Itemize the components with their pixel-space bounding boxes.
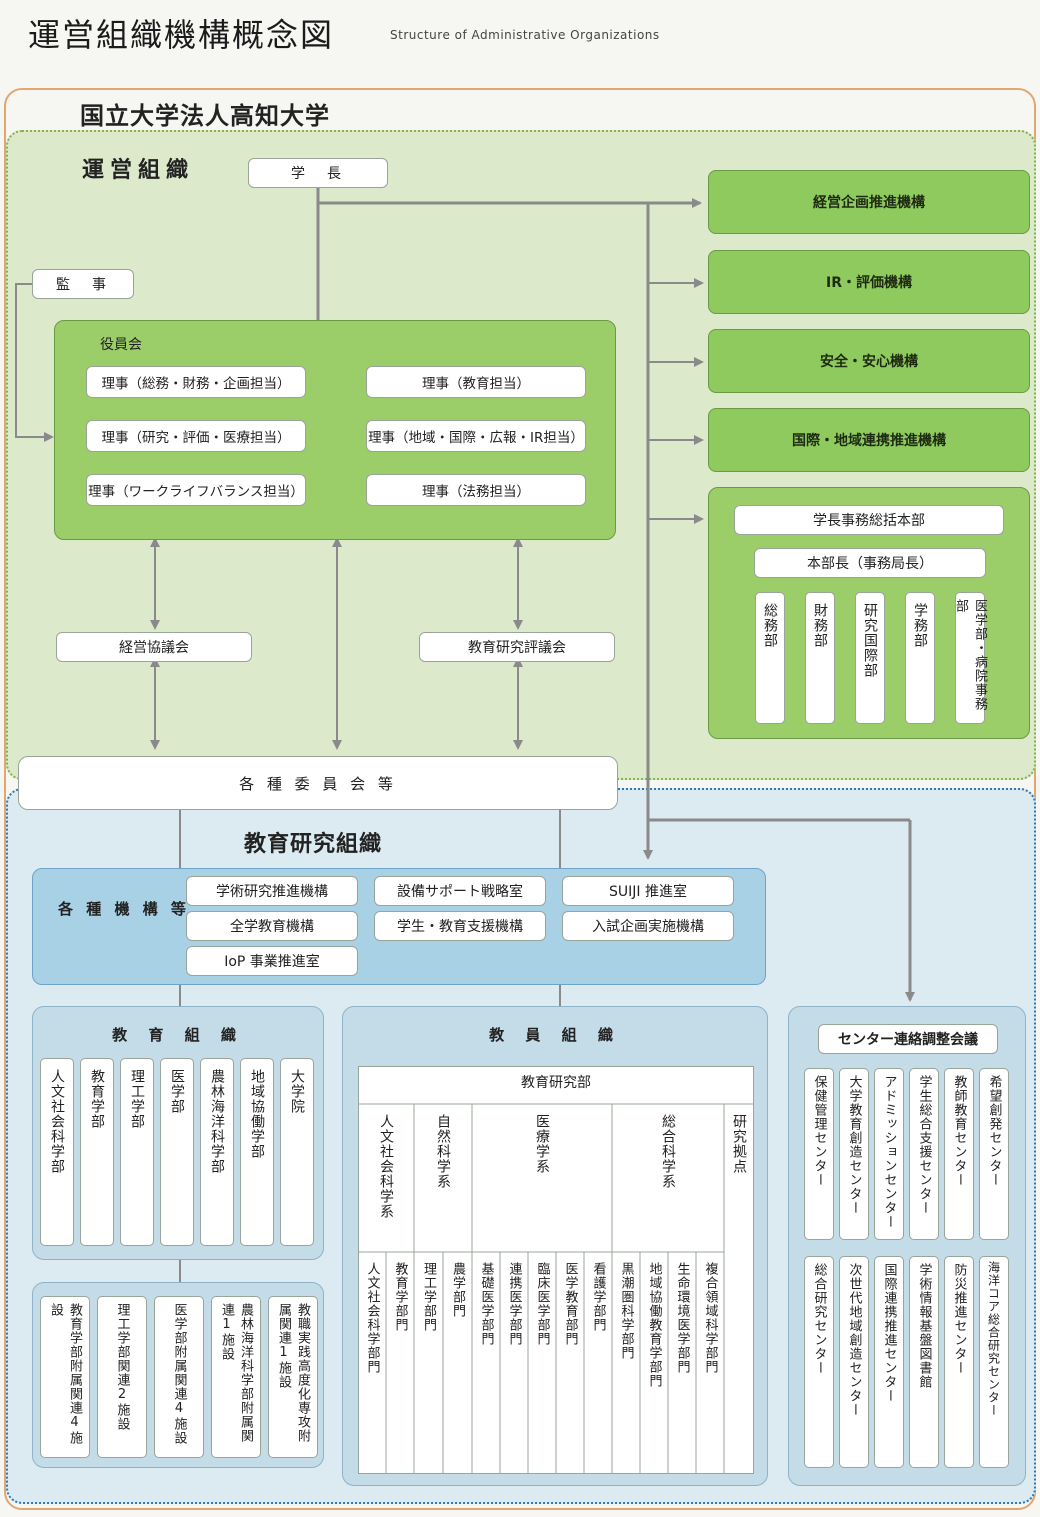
facility-box: 医学部附属関連4施設 [154,1296,204,1458]
institute-box: SUIJI 推進室 [562,876,734,906]
management-council-box: 経営協議会 [56,632,252,662]
faculty-section: 臨床医学部門 [534,1262,550,1346]
center-box: 海洋コア総合研究センター [979,1256,1009,1468]
centers-council-box: センター連絡調整会議 [818,1024,998,1054]
faculty-organization-title: 教 員 組 織 [489,1026,621,1044]
committees-box: 各 種 委 員 会 等 [18,756,618,810]
institutes-label: 各 種 機 構 等 [58,900,190,918]
center-box: 総合研究センター [804,1256,834,1468]
center-box: 大学教育創造センター [839,1068,869,1240]
board-label: 役員会 [100,337,142,353]
management-title: 運営組織 [82,158,195,183]
institute-box: 入試企画実施機構 [562,911,734,941]
director-box: 理事（研究・評価・医療担当） [86,420,306,452]
faculty-group: 医療学系 [534,1114,550,1174]
center-box: 学生総合支援センター [909,1068,939,1240]
faculty-box: 医学部 [160,1058,194,1246]
faculty-group: 総合科学系 [660,1114,676,1189]
institute-box: 設備サポート戦略室 [374,876,546,906]
faculty-section: 生命環境医学部門 [674,1262,690,1374]
faculty-section: 看護学部門 [590,1262,606,1332]
faculty-box: 地域協働学部 [240,1058,274,1246]
director-box: 理事（地域・国際・広報・IR担当） [366,420,586,452]
president-box: 学 長 [248,158,388,188]
institute-box: 全学教育機構 [186,911,358,941]
department-box: 学務部 [905,592,935,724]
center-box: 次世代地域創造センター [839,1256,869,1468]
center-box: 学術情報基盤図書館 [909,1256,939,1468]
faculty-box: 農林海洋科学部 [200,1058,234,1246]
faculty-group: 人文社会科学系 [378,1114,394,1219]
facility-box: 農林海洋科学部附属関連1施設 [211,1296,261,1458]
faculty-section: 医学教育部門 [562,1262,578,1346]
institute-box: IoP 事業推進室 [186,946,358,976]
university-name: 国立大学法人高知大学 [80,102,330,130]
center-box: 教師教育センター [944,1068,974,1240]
faculty-section: 教育学部門 [392,1262,408,1332]
headquarters-title: 学長事務総括本部 [734,505,1004,535]
department-box: 研究国際部 [855,592,885,724]
education-research-council-box: 教育研究評議会 [419,632,615,662]
page-title: 運営組織機構概念図 [28,16,335,54]
organization-box: 経営企画推進機構 [708,170,1030,234]
education-title: 教育研究組織 [244,832,383,857]
facility-box: 教職実践高度化専攻附属関連1施設 [268,1296,318,1458]
faculty-section: 地域協働教育学部門 [646,1262,662,1388]
division-title: 教育研究部 [521,1075,591,1091]
center-box: 希望創発センター [979,1068,1009,1240]
faculty-box: 理工学部 [120,1058,154,1246]
center-box: 国際連携推進センター [874,1256,904,1468]
center-box: 保健管理センター [804,1068,834,1240]
institute-box: 学術研究推進機構 [186,876,358,906]
institute-box: 学生・教育支援機構 [374,911,546,941]
page-subtitle: Structure of Administrative Organization… [390,28,660,42]
faculty-section: 連携医学部門 [506,1262,522,1346]
auditor-box: 監 事 [32,269,134,299]
faculty-group: 研究拠点 [731,1114,747,1174]
facility-box: 理工学部関連2施設 [97,1296,147,1458]
director-box: 理事（総務・財務・企画担当） [86,366,306,398]
education-organization-title: 教 育 組 織 [112,1026,244,1044]
facility-box: 教育学部附属関連4施設 [40,1296,90,1458]
faculty-box: 大学院 [280,1058,314,1246]
faculty-section: 基礎医学部門 [478,1262,494,1346]
department-box: 医学部・病院事務部 [953,592,987,724]
faculty-group: 自然科学系 [435,1114,451,1189]
organization-box: IR・評価機構 [708,250,1030,314]
faculty-section: 黒潮圏科学部門 [618,1262,634,1360]
faculty-box: 教育学部 [80,1058,114,1246]
faculty-section: 農学部門 [450,1262,465,1318]
director-box: 理事（ワークライフバランス担当） [86,474,306,506]
department-box: 財務部 [805,592,835,724]
faculty-box: 人文社会科学部 [40,1058,74,1246]
director-box: 理事（教育担当） [366,366,586,398]
department-box: 総務部 [755,592,785,724]
director-box: 理事（法務担当） [366,474,586,506]
organization-box: 国際・地域連携推進機構 [708,408,1030,472]
headquarters-head: 本部長（事務局長） [754,548,986,578]
faculty-section: 複合領域科学部門 [702,1262,718,1374]
center-box: アドミッションセンター [874,1068,904,1240]
organization-box: 安全・安心機構 [708,329,1030,393]
faculty-section: 理工学部門 [421,1262,436,1332]
faculty-section: 人文社会科学部門 [364,1262,380,1374]
center-box: 防災推進センター [944,1256,974,1468]
